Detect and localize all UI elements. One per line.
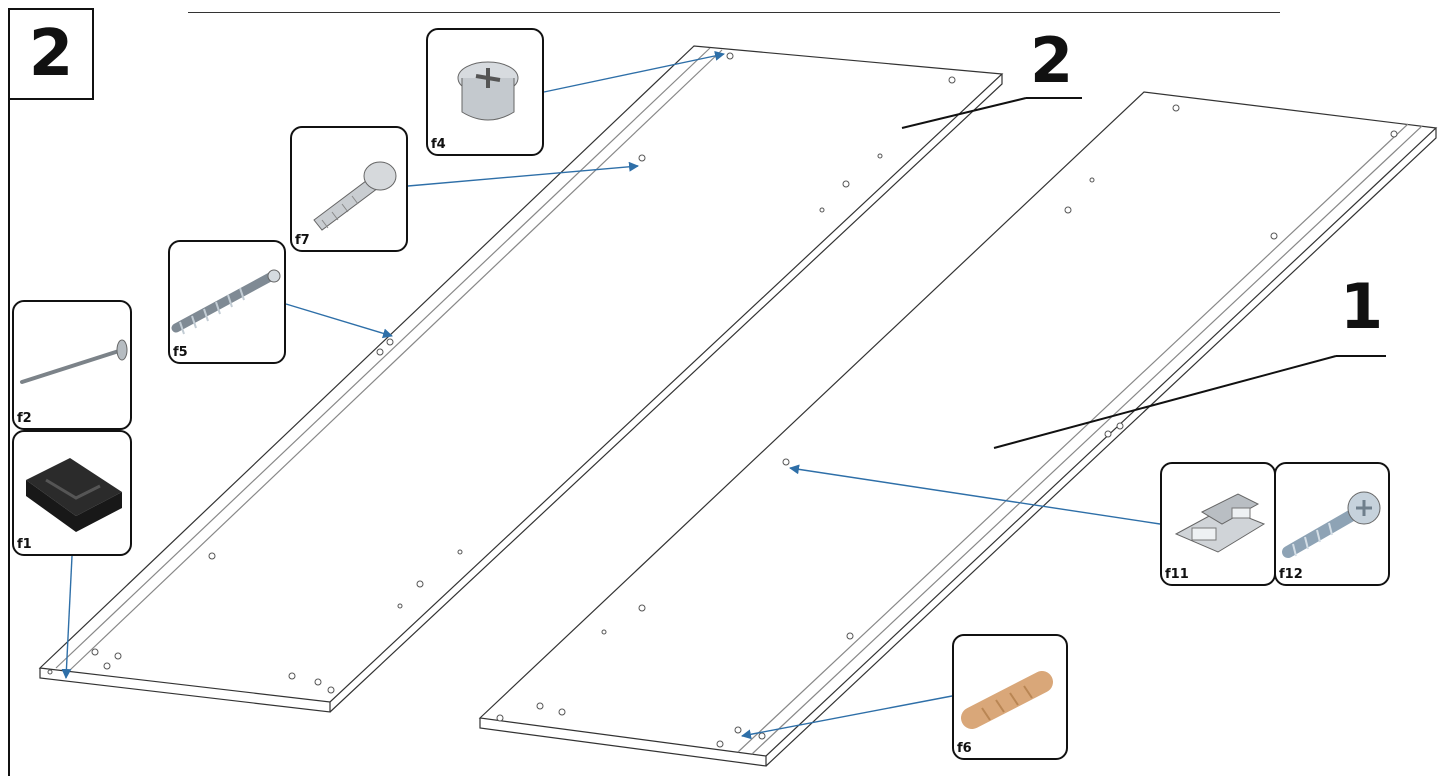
header-rule bbox=[188, 12, 1280, 13]
fitting-code: f7 bbox=[295, 233, 310, 248]
panel-label-2: 2 bbox=[1030, 24, 1074, 97]
fitting-f2: f2 bbox=[12, 300, 132, 430]
fitting-f11: f11 bbox=[1160, 462, 1276, 586]
wood-screw-icon bbox=[1282, 491, 1381, 558]
wooden-dowel-icon bbox=[961, 671, 1053, 729]
fitting-f7: f7 bbox=[290, 126, 408, 252]
connector-bracket-icon bbox=[26, 458, 122, 532]
fitting-arrows bbox=[61, 50, 1161, 740]
cam-lock-icon bbox=[457, 61, 519, 121]
panel-1 bbox=[478, 91, 1438, 767]
fitting-code: f1 bbox=[17, 537, 32, 552]
leader-line-2 bbox=[901, 97, 1027, 129]
fitting-f6: f6 bbox=[952, 634, 1068, 760]
cam-bolt-icon bbox=[313, 161, 397, 231]
fitting-code: f11 bbox=[1165, 567, 1189, 582]
cam-screw-icon bbox=[171, 269, 281, 335]
fitting-code: f4 bbox=[431, 137, 446, 152]
panel-holes bbox=[47, 52, 1398, 748]
margin-rule bbox=[8, 98, 10, 776]
step-number: 2 bbox=[8, 8, 94, 100]
fitting-f4: f4 bbox=[426, 28, 544, 156]
fitting-code: f12 bbox=[1279, 567, 1303, 582]
fitting-code: f2 bbox=[17, 411, 32, 426]
fitting-f5: f5 bbox=[168, 240, 286, 364]
fitting-f1: f1 bbox=[12, 430, 132, 556]
screw-icon bbox=[20, 339, 128, 384]
leader-line-1 bbox=[993, 355, 1337, 449]
panel-2 bbox=[38, 45, 1004, 713]
hinge-icon bbox=[1174, 493, 1266, 553]
fitting-code: f6 bbox=[957, 741, 972, 756]
fitting-f12: f12 bbox=[1274, 462, 1390, 586]
fitting-code: f5 bbox=[173, 345, 188, 360]
panel-label-1: 1 bbox=[1340, 270, 1384, 343]
